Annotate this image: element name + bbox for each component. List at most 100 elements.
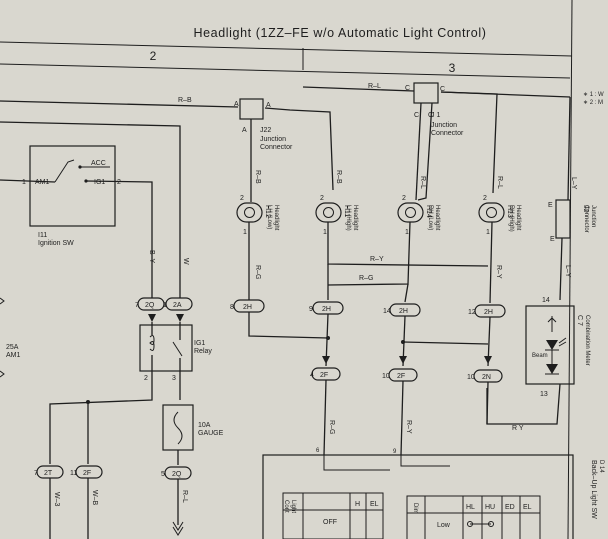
wire-rb-to-h11 <box>264 107 334 191</box>
meter-resistor-icon <box>547 317 557 323</box>
wire-label-by: B–Y <box>148 250 155 264</box>
wire-j2-meter <box>559 237 563 301</box>
junction-j22 <box>239 98 264 120</box>
svg-text:H14: H14 <box>425 205 432 218</box>
wire-label-rl-h13: R–L <box>496 176 503 189</box>
meter-pin-bottom: 13 <box>540 391 548 398</box>
svg-text:2: 2 <box>320 195 324 202</box>
svg-text:5: 5 <box>161 471 165 478</box>
meter-beam-label: Beam <box>532 353 548 359</box>
ign-am1-label: AM1 <box>35 179 50 186</box>
note-1: ∗ 1 : W <box>583 92 604 98</box>
svg-text:2Q: 2Q <box>145 302 155 309</box>
svg-text:Low: Low <box>437 522 451 529</box>
wire-bus-right <box>402 341 489 345</box>
j22-pin-bottom: A <box>242 127 247 134</box>
svg-text:1: 1 <box>163 302 167 309</box>
connector-2h-9: 2H 9 <box>309 301 344 315</box>
connector-2t-7: 2T 7 <box>34 465 64 479</box>
svg-text:HeadlightRH (High): HeadlightRH (High) <box>508 205 521 232</box>
connector-2q-7: 2Q 7 <box>135 297 165 311</box>
wire-rl-main <box>302 86 415 92</box>
relay-coil-icon <box>149 335 155 351</box>
svg-text:EL: EL <box>370 501 379 508</box>
svg-text:11: 11 <box>70 470 77 477</box>
svg-text:10: 10 <box>382 373 390 380</box>
wire-h13-2h <box>489 221 493 304</box>
svg-text:2H: 2H <box>484 309 493 316</box>
relay-pin-2: 2 <box>144 375 148 382</box>
svg-text:2N: 2N <box>482 374 491 381</box>
wire-ry-bottom <box>486 383 561 425</box>
splice-point-right <box>401 340 405 344</box>
svg-text:9: 9 <box>309 306 313 313</box>
j2-name: JunctionConnector <box>583 205 596 233</box>
wire-bus-left <box>248 312 329 339</box>
svg-text:H13: H13 <box>506 205 513 218</box>
j22-pin-right: A <box>266 102 271 109</box>
wire-label-wb: W–B <box>91 490 98 506</box>
side-label-dl4: D 14 <box>598 460 604 473</box>
svg-text:10: 10 <box>467 374 475 381</box>
ign-name: Ignition SW <box>38 240 74 247</box>
wire-label-rl-bottom: R–L <box>181 490 188 503</box>
wire-j1-h14-b <box>417 102 433 201</box>
wire-label-ly-j2: L–Y <box>570 177 577 190</box>
headlight-h12: 2 1 H12 HeadlightLH (Low) <box>236 195 279 236</box>
svg-text:1: 1 <box>486 229 490 236</box>
wire-label-rb-h11: R–B <box>335 170 342 184</box>
j1-pin-right: C <box>440 86 445 93</box>
j1-id: J 1 <box>431 112 440 119</box>
dimmer-table: HL HU ED EL Low Dim <box>406 495 541 539</box>
wire-to-j2 <box>440 91 571 98</box>
connector-2f-10: 2F 10 <box>382 368 418 382</box>
wire-label-rg-h12: R–G <box>254 265 261 279</box>
ignition-switch <box>29 145 116 227</box>
note-2: ∗ 2 : M <box>583 100 603 106</box>
j1-pin-left: C <box>405 85 410 92</box>
svg-text:2: 2 <box>402 195 406 202</box>
svg-text:LightCont: LightCont <box>283 500 296 513</box>
headlight-h14: 2 1 H14 HeadlightRH (Low) <box>397 195 440 236</box>
right-page-border <box>567 0 573 539</box>
side-label-backup-sw: Back–Up Light SW <box>590 460 597 519</box>
fuse-element-icon <box>173 411 183 445</box>
diode-icon <box>546 364 558 374</box>
connector-2h-12: 2H 12 <box>468 304 506 318</box>
wire-label-rb-h12: R–B <box>254 170 261 184</box>
svg-text:2H: 2H <box>322 306 331 313</box>
junction-j1 <box>413 82 439 104</box>
connector-2h-8: 2H 8 <box>230 299 265 313</box>
svg-text:1: 1 <box>243 229 247 236</box>
svg-text:H: H <box>355 501 360 508</box>
wire-ry-down <box>400 380 404 456</box>
svg-text:2H: 2H <box>399 308 408 315</box>
svg-text:2F: 2F <box>397 373 405 380</box>
j1-pin-bottom-2: C <box>428 112 433 119</box>
j2-pin-top: E <box>548 202 553 209</box>
svg-text:1: 1 <box>323 229 327 236</box>
grid-header-border <box>0 63 571 79</box>
relay-contact-icon <box>172 341 183 357</box>
svg-text:OFF: OFF <box>323 519 337 526</box>
svg-text:H12: H12 <box>264 205 271 218</box>
svg-text:HeadlightRH (Low): HeadlightRH (Low) <box>427 205 440 231</box>
svg-text:7: 7 <box>34 470 38 477</box>
wire-relay-left <box>49 380 153 464</box>
j22-id: J22 <box>260 127 271 134</box>
wire-label-ry-h13: R–Y <box>495 265 502 279</box>
wire-label-ry-mid: R–Y <box>370 256 384 263</box>
ign-acc-label: ACC <box>91 160 106 167</box>
connector-2f-4: 2F 4 <box>310 367 341 381</box>
svg-text:7: 7 <box>135 302 139 309</box>
wire-label-rg-down: R–G <box>328 420 335 434</box>
wire-rb-main <box>0 100 239 108</box>
svg-text:2A: 2A <box>173 302 182 309</box>
j2-id: J2 <box>582 205 589 213</box>
connector-2n-10: 2N 10 <box>467 369 503 383</box>
connector-2f-11: 2F 11 <box>70 465 103 479</box>
ground-arrow-icon <box>172 521 184 531</box>
svg-text:HeadlightLH (Low): HeadlightLH (Low) <box>266 205 279 231</box>
